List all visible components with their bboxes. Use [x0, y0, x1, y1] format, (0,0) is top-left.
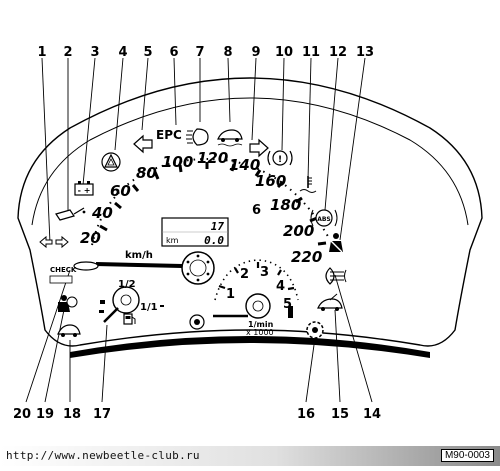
callout-leaders — [25, 57, 373, 403]
callout-10: 10 — [275, 45, 293, 60]
battery-warning-icon: - + — [74, 181, 94, 196]
svg-text:- +: - + — [78, 186, 91, 195]
tacho-tick-5: 5 — [283, 297, 292, 312]
speed-tick-180: 180 — [270, 196, 301, 214]
callout-20: 20 — [13, 407, 31, 422]
speed-tick-40: 40 — [91, 204, 113, 222]
tacho-tick-4: 4 — [276, 279, 285, 294]
speedometer-needle — [95, 262, 183, 268]
callout-11: 11 — [302, 45, 320, 60]
speed-tick-120: 120 — [197, 149, 228, 167]
tacho-tick-6: 6 — [252, 203, 261, 218]
fuel-empty-ticks — [100, 300, 105, 304]
tacho-major-ticks — [218, 262, 295, 291]
check-engine-label: CHECK — [50, 266, 77, 274]
tachometer-hub — [245, 293, 271, 319]
figure-code: M90-0003 — [440, 449, 494, 462]
brake-warning-icon: ! — [267, 150, 293, 166]
rear-fog-light-icon — [325, 267, 347, 285]
callout-8: 8 — [223, 45, 232, 60]
callout-19: 19 — [36, 407, 54, 422]
callout-14: 14 — [363, 407, 381, 422]
footer-url: http://www.newbeetle-club.ru — [6, 449, 200, 462]
speed-tick-160: 160 — [255, 172, 286, 190]
turn-left-arrow-icon — [133, 134, 153, 154]
fuel-pump-icon — [123, 313, 136, 325]
lcd-odo-value: 0.0 — [204, 234, 224, 247]
lcd-trip-value: 17 — [211, 220, 225, 233]
seatbelt-warning-icon — [329, 233, 343, 253]
fuel-gauge-hub — [112, 286, 140, 314]
speed-tick-60: 60 — [110, 182, 131, 200]
speed-tick-80: 80 — [136, 164, 157, 182]
tacho-tick-1: 1 — [226, 287, 235, 302]
callout-13: 13 — [356, 45, 374, 60]
callout-7: 7 — [195, 45, 204, 60]
abs-warning-icon — [310, 209, 338, 227]
callout-4: 4 — [118, 45, 127, 60]
speed-tick-140: 140 — [229, 156, 260, 174]
callout-17: 17 — [93, 407, 111, 422]
callout-1: 1 — [37, 45, 46, 60]
callout-9: 9 — [251, 45, 260, 60]
high-beam-icon — [186, 128, 209, 146]
speed-tick-100: 100 — [162, 153, 193, 171]
airbag-warning-icon — [58, 295, 78, 312]
tacho-multiplier-label: x 1000 — [246, 328, 274, 337]
abs-label: ABS — [317, 216, 331, 223]
footer-bar — [0, 446, 500, 466]
epc-label: EPC — [156, 128, 182, 142]
svg-text:!: ! — [278, 155, 282, 165]
callout-3: 3 — [90, 45, 99, 60]
fuel-full-label: 1/1 — [140, 302, 158, 313]
check-engine-icon — [49, 275, 73, 284]
callout-16: 16 — [297, 407, 315, 422]
callout-2: 2 — [63, 45, 72, 60]
left-indicator-oval — [73, 261, 99, 271]
cruise-control-icon — [306, 321, 324, 339]
speedometer-hub — [181, 251, 215, 285]
hub-dots — [186, 254, 210, 282]
fuel-half-label: 1/2 — [118, 279, 136, 290]
hazard-warning-icon — [101, 152, 121, 172]
oil-pressure-icon — [55, 207, 86, 221]
bezel-rim — [70, 336, 430, 358]
speedometer-major-ticks — [99, 162, 327, 246]
turn-signal-both-icon — [39, 235, 69, 249]
callout-12: 12 — [329, 45, 347, 60]
door-open-warning-icon — [317, 293, 343, 311]
turn-right-arrow-icon — [249, 138, 269, 158]
cluster-outline — [17, 77, 483, 347]
immobilizer-icon — [57, 324, 81, 337]
tacho-redline — [288, 306, 293, 318]
coolant-temperature-icon — [299, 176, 317, 193]
fuel-needle — [103, 307, 119, 323]
tacho-tick-3: 3 — [260, 265, 269, 280]
tacho-tick-2: 2 — [240, 267, 249, 282]
speed-tick-20: 20 — [80, 229, 101, 247]
speed-tick-200: 200 — [283, 222, 314, 240]
lcd-unit-label: km — [166, 236, 179, 245]
callout-5: 5 — [143, 45, 152, 60]
callout-6: 6 — [169, 45, 178, 60]
tacho-unit-label: 1/min — [248, 320, 274, 329]
callout-18: 18 — [63, 407, 81, 422]
callout-15: 15 — [331, 407, 349, 422]
speed-unit-label: km/h — [125, 250, 153, 261]
speed-tick-220: 220 — [291, 248, 322, 266]
traction-control-icon — [217, 129, 243, 147]
